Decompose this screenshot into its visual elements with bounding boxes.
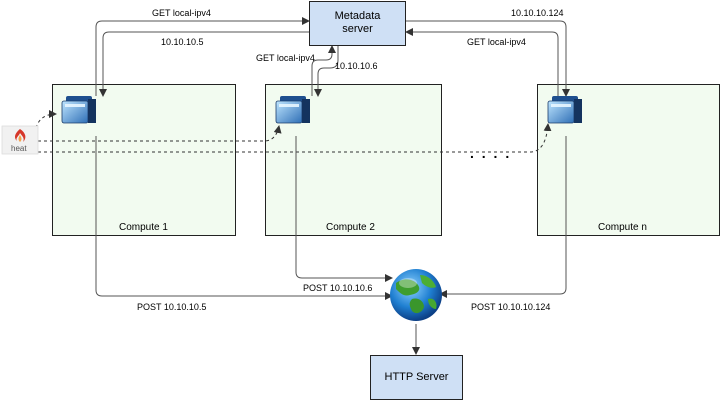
edge-ip-middle bbox=[314, 46, 339, 97]
label-ip-right: 10.10.10.124 bbox=[511, 8, 564, 18]
ellipsis: . . . . bbox=[470, 145, 512, 161]
http-server-label: HTTP Server bbox=[384, 371, 449, 383]
compute-n-label: Compute n bbox=[598, 222, 647, 233]
label-post-right: POST 10.10.10.124 bbox=[471, 302, 551, 312]
http-server-box bbox=[370, 355, 463, 400]
compute-2-label: Compute 2 bbox=[326, 222, 375, 233]
label-get-middle: GET local-ipv4 bbox=[256, 53, 315, 63]
vm-icon bbox=[547, 96, 582, 124]
edge-heat-compute-2 bbox=[38, 125, 282, 142]
label-get-left: GET local-ipv4 bbox=[152, 8, 211, 18]
metadata-server-box bbox=[309, 1, 406, 46]
edge-post-middle bbox=[295, 136, 393, 282]
label-post-left: POST 10.10.10.5 bbox=[137, 302, 207, 312]
label-get-right: GET local-ipv4 bbox=[467, 37, 526, 47]
edge-post-left bbox=[95, 136, 393, 300]
heat-logo bbox=[1, 125, 39, 155]
edge-heat-compute-n bbox=[38, 123, 552, 153]
edge-get-middle bbox=[311, 45, 336, 96]
heat-label: heat bbox=[11, 144, 27, 153]
edge-get-right bbox=[405, 28, 559, 96]
vm-icon bbox=[275, 96, 310, 124]
edge-ip-left bbox=[99, 31, 309, 97]
label-ip-middle: 10.10.10.6 bbox=[335, 61, 378, 71]
metadata-server-line2: server bbox=[342, 23, 373, 35]
compute-1-label: Compute 1 bbox=[119, 222, 168, 233]
vm-icon bbox=[61, 96, 96, 124]
edge-ip-right bbox=[406, 20, 570, 97]
edge-get-left bbox=[95, 17, 310, 96]
label-post-middle: POST 10.10.10.6 bbox=[303, 283, 373, 293]
label-ip-left: 10.10.10.5 bbox=[161, 37, 204, 47]
metadata-server-line1: Metadata bbox=[334, 10, 381, 22]
edge-post-right bbox=[439, 136, 567, 298]
globe-icon bbox=[390, 269, 442, 321]
metadata-server-label: Metadata server bbox=[309, 10, 406, 36]
